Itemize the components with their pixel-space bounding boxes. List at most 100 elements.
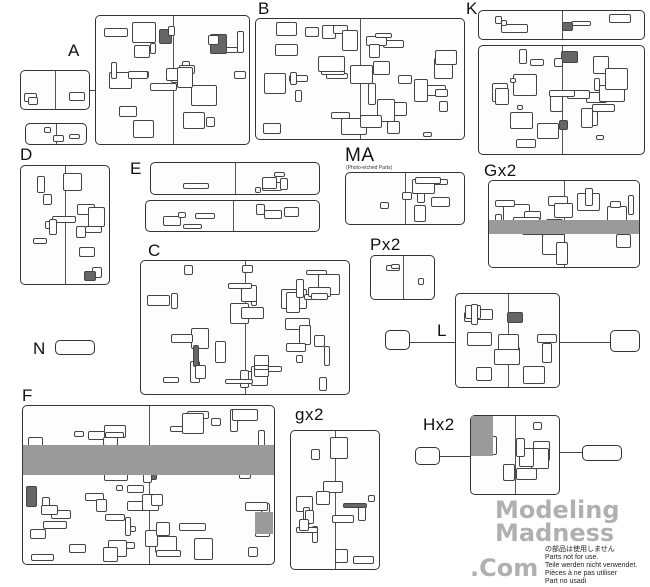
kit-part	[475, 367, 493, 382]
kit-part	[84, 270, 96, 282]
kit-part	[111, 62, 118, 79]
sprue-b	[255, 18, 465, 140]
kit-part	[42, 193, 52, 206]
sprue-p	[370, 255, 435, 300]
kit-part	[195, 212, 216, 219]
sprue-gx2	[290, 430, 380, 570]
kit-part	[227, 283, 252, 290]
kit-part	[517, 104, 524, 111]
sprue-label-h: Hx2	[423, 415, 455, 434]
kit-part	[53, 135, 65, 143]
kit-part	[225, 378, 253, 385]
runner	[515, 416, 516, 494]
sprue-label-a: A	[68, 41, 80, 60]
note-es: Part no usadi	[545, 578, 587, 585]
kit-part	[134, 45, 151, 59]
kit-part	[537, 122, 560, 140]
sprue-h-part-right	[582, 445, 622, 461]
sprue-d	[20, 165, 110, 285]
kit-part	[318, 55, 346, 72]
kit-part	[353, 556, 374, 565]
kit-part	[515, 138, 536, 149]
kit-part	[240, 369, 249, 388]
kit-part	[305, 269, 328, 276]
kit-part	[155, 521, 170, 536]
kit-part	[615, 234, 631, 248]
kit-part	[553, 202, 574, 218]
kit-part	[163, 377, 179, 384]
kit-part	[608, 14, 632, 24]
kit-part	[542, 343, 552, 363]
watermark-line1: Modeling	[495, 496, 620, 524]
watermark-line3: .Com	[470, 554, 539, 582]
kit-part	[431, 197, 450, 207]
note-fr: Pièces à ne pas utiliser	[545, 570, 617, 577]
kit-part	[30, 554, 55, 561]
kit-part	[495, 199, 515, 208]
kit-part	[422, 132, 433, 138]
sprue-l	[455, 293, 560, 388]
kit-part	[40, 505, 58, 516]
kit-part	[178, 523, 207, 532]
kit-part	[350, 65, 373, 85]
kit-part	[434, 49, 457, 66]
sprue-label-b: B	[258, 0, 270, 18]
kit-part	[119, 106, 138, 118]
sprue-a-sub1	[20, 70, 90, 110]
sprue-k	[478, 45, 645, 155]
sprue-f-shade2	[255, 512, 273, 534]
note-de: Teile werden nicht verwendet.	[545, 562, 638, 569]
kit-part	[208, 34, 220, 45]
kit-part	[413, 205, 426, 222]
sprue-label-gx2: gx2	[295, 405, 324, 424]
kit-part	[494, 349, 520, 366]
kit-part	[183, 223, 203, 229]
kit-part	[368, 43, 381, 59]
kit-part	[523, 366, 545, 384]
kit-part	[263, 123, 281, 134]
kit-part	[183, 182, 210, 189]
kit-part	[494, 16, 503, 24]
kit-part	[133, 120, 155, 139]
kit-part	[88, 206, 105, 228]
kit-part	[273, 172, 286, 178]
sprue-e-top	[150, 162, 320, 195]
kit-part	[367, 495, 375, 502]
kit-part	[150, 82, 178, 91]
kit-part	[554, 57, 563, 68]
kit-part	[593, 56, 609, 74]
kit-part	[28, 96, 38, 105]
kit-part	[580, 107, 594, 129]
kit-part	[104, 431, 125, 439]
kit-part	[69, 133, 81, 140]
kit-part	[390, 263, 401, 270]
kit-part	[530, 58, 544, 66]
kit-part	[177, 67, 194, 89]
sprue-label-k: K	[466, 0, 478, 18]
runner	[245, 261, 246, 394]
kit-part	[295, 90, 303, 103]
kit-part	[256, 204, 266, 216]
kit-part	[241, 306, 265, 320]
kit-part	[610, 200, 621, 208]
photo-etched-caption: (Photo-etched Parts)	[346, 165, 393, 171]
kit-part	[103, 546, 118, 562]
sprue-ma	[345, 172, 465, 225]
kit-part	[37, 175, 46, 194]
runner	[232, 201, 234, 231]
kit-part	[415, 176, 442, 185]
kit-part	[584, 187, 594, 206]
kit-part	[518, 49, 527, 64]
kit-part	[414, 79, 428, 102]
kit-part	[264, 73, 287, 94]
watermark-line2: Madness	[495, 519, 615, 547]
kit-part	[150, 494, 163, 506]
kit-part	[312, 526, 319, 543]
kit-part	[533, 422, 542, 431]
kit-part	[147, 294, 170, 306]
sprue-label-e: E	[130, 159, 142, 178]
kit-part	[571, 20, 591, 27]
kit-part	[319, 377, 328, 391]
kit-part	[434, 88, 448, 97]
kit-part	[332, 25, 348, 35]
